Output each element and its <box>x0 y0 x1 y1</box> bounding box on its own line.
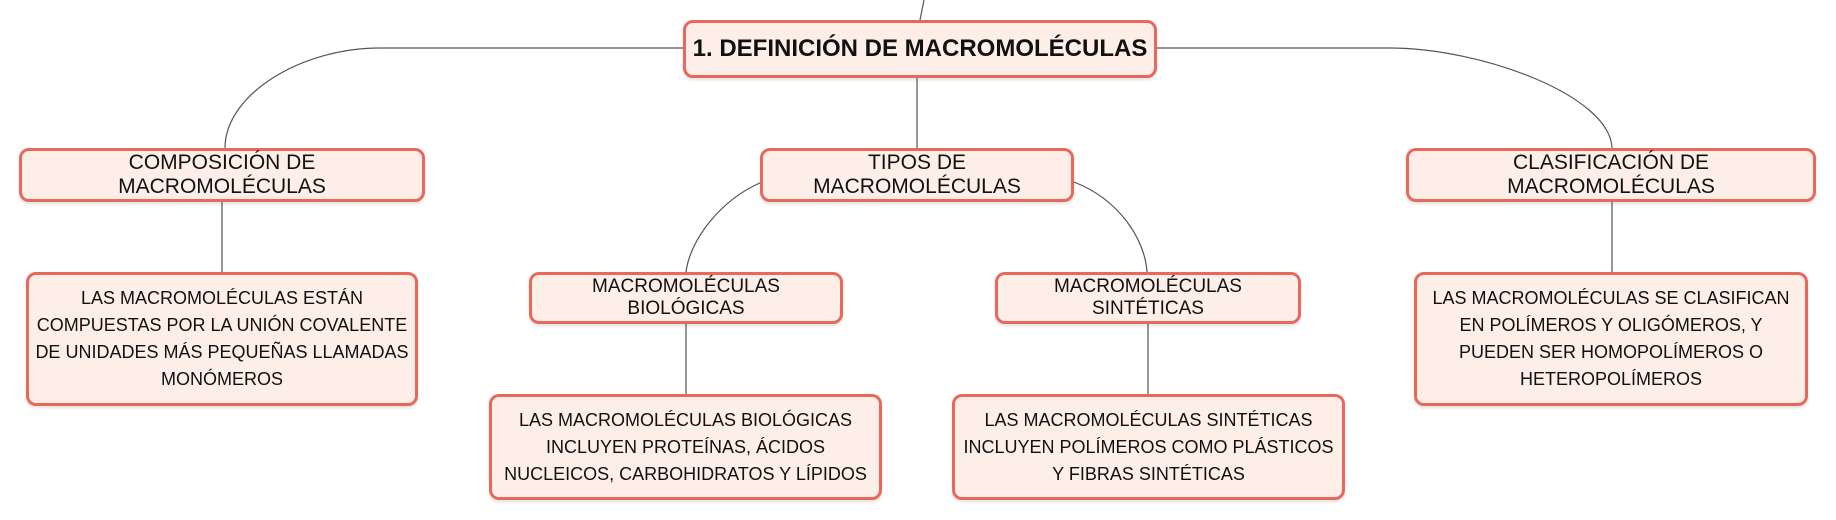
composicion-detail-node[interactable]: LAS MACROMOLÉCULAS ESTÁN COMPUESTAS POR … <box>26 272 418 406</box>
connector-root-to-composicion <box>224 47 683 149</box>
clasificacion-node[interactable]: CLASIFICACIÓN DE MACROMOLÉCULAS <box>1406 148 1816 202</box>
composicion-detail-text: LAS MACROMOLÉCULAS ESTÁN COMPUESTAS POR … <box>35 288 409 389</box>
biologicas-label: MACROMOLÉCULAS BIOLÓGICAS <box>592 276 780 319</box>
biologicas-node[interactable]: MACROMOLÉCULAS BIOLÓGICAS <box>529 272 843 324</box>
connector-root-incoming <box>919 0 925 21</box>
composicion-label: COMPOSICIÓN DE MACROMOLÉCULAS <box>118 151 326 198</box>
connector-root-to-clasificacion <box>1157 47 1613 149</box>
connector-tipos-to-sinteticas <box>1073 181 1148 273</box>
clasificacion-detail-node[interactable]: LAS MACROMOLÉCULAS SE CLASIFICAN EN POLÍ… <box>1414 272 1808 406</box>
composicion-node[interactable]: COMPOSICIÓN DE MACROMOLÉCULAS <box>19 148 425 202</box>
clasificacion-label: CLASIFICACIÓN DE MACROMOLÉCULAS <box>1507 151 1715 198</box>
biologicas-detail-text: LAS MACROMOLÉCULAS BIOLÓGICAS INCLUYEN P… <box>504 409 867 484</box>
biologicas-detail-node[interactable]: LAS MACROMOLÉCULAS BIOLÓGICAS INCLUYEN P… <box>489 394 882 500</box>
tipos-label: TIPOS DE MACROMOLÉCULAS <box>813 151 1021 198</box>
connector-tipos-to-biologicas <box>685 181 763 273</box>
root-label: 1. DEFINICIÓN DE MACROMOLÉCULAS <box>692 35 1148 62</box>
sinteticas-label: MACROMOLÉCULAS SINTÉTICAS <box>1054 276 1242 319</box>
tipos-node[interactable]: TIPOS DE MACROMOLÉCULAS <box>760 148 1074 202</box>
sinteticas-detail-text: LAS MACROMOLÉCULAS SINTÉTICAS INCLUYEN P… <box>963 409 1334 484</box>
clasificacion-detail-text: LAS MACROMOLÉCULAS SE CLASIFICAN EN POLÍ… <box>1432 288 1790 389</box>
root-node[interactable]: 1. DEFINICIÓN DE MACROMOLÉCULAS <box>683 20 1157 78</box>
sinteticas-node[interactable]: MACROMOLÉCULAS SINTÉTICAS <box>995 272 1301 324</box>
sinteticas-detail-node[interactable]: LAS MACROMOLÉCULAS SINTÉTICAS INCLUYEN P… <box>952 394 1345 500</box>
